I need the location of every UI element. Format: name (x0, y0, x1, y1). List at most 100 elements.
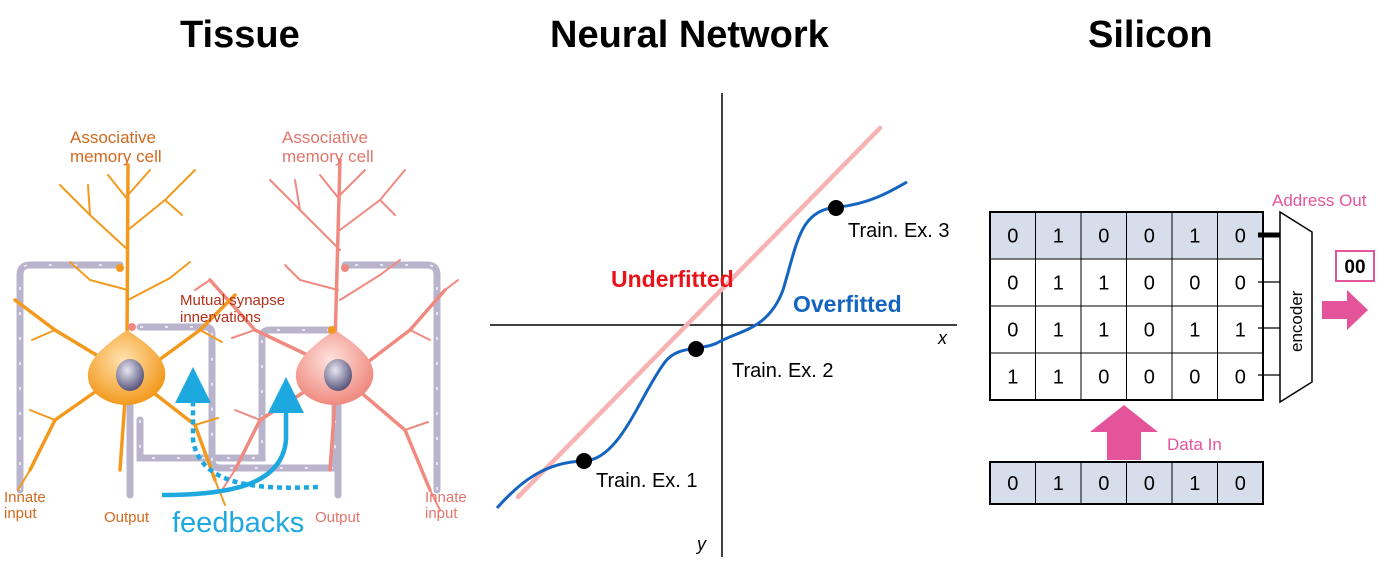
address-out-label: Address Out (1272, 191, 1367, 210)
synapse-label-1: Mutual synapse (180, 292, 285, 309)
address-out-box (1335, 250, 1375, 282)
axon-right-outer (341, 261, 441, 494)
memory-cell-value: 1 (1235, 320, 1246, 342)
underfitted-label: Underfitted (611, 266, 734, 292)
train-ex-2-point (688, 341, 704, 357)
memory-table: 0 1 0 0 1 0 0 1 1 0 0 0 0 1 1 0 1 1 1 1 0 0 0 0 (989, 211, 1264, 401)
left-cell-label-1: Associative (70, 128, 156, 147)
train-ex-1-point (576, 453, 592, 469)
memory-cell-value: 0 (1189, 367, 1200, 389)
address-out-value: 00 (1344, 257, 1365, 278)
memory-cell-value: 1 (1007, 367, 1018, 389)
input-cell-value: 0 (1144, 473, 1155, 495)
feedbacks-label: feedbacks (172, 507, 304, 539)
memory-cell (1171, 258, 1218, 307)
tissue-panel: Associative memory cell Associative memo… (4, 128, 467, 539)
data-in-label: Data In (1167, 435, 1222, 454)
memory-cell (1217, 258, 1264, 307)
synapse-label-2: innervations (180, 309, 261, 326)
feedback-arrow-solid (161, 377, 304, 498)
input-row-border (989, 461, 1264, 505)
input-cell-value: 0 (1007, 473, 1018, 495)
address-out-arrow (1322, 290, 1368, 330)
innate-left-label-1: Innate (4, 489, 46, 506)
memory-cell-value: 0 (1144, 320, 1155, 342)
memory-cell-value: 0 (1007, 226, 1018, 248)
memory-cell-value: 1 (1189, 226, 1200, 248)
left-cell-label-2: memory cell (70, 147, 162, 166)
memory-cell-value: 0 (1235, 226, 1246, 248)
y-axis-label: y (695, 534, 707, 554)
x-axis-label: x (937, 328, 948, 348)
memory-cell-value: 0 (1144, 226, 1155, 248)
input-cell-value: 0 (1235, 473, 1246, 495)
neural-network-panel: x y Train. Ex. 1 Train. Ex. 2 Train. Ex.… (490, 93, 957, 557)
encoder-block (1279, 210, 1313, 404)
memory-cell (1126, 258, 1173, 307)
memory-cell (1035, 352, 1082, 401)
input-cell (989, 461, 1036, 505)
data-in-arrow (1090, 405, 1158, 460)
right-cell-label-2: memory cell (282, 147, 374, 166)
memory-cell (989, 305, 1036, 354)
memory-cell-value: 1 (1189, 320, 1200, 342)
axon-left-cross (136, 323, 339, 472)
memory-cell (989, 352, 1036, 401)
memory-table-border (989, 211, 1264, 401)
input-row: 0 1 0 0 1 0 (989, 461, 1264, 505)
right-cell-label-1: Associative (282, 128, 368, 147)
encoder-label: encoder (1287, 290, 1306, 352)
memory-cell-value: 0 (1007, 320, 1018, 342)
left-neuron (13, 163, 237, 506)
memory-cell-value: 1 (1053, 367, 1064, 389)
memory-cell (1126, 211, 1173, 260)
memory-cell-value: 0 (1144, 367, 1155, 389)
feedback-arrow-dotted (175, 367, 319, 490)
overfitted-label: Overfitted (793, 291, 902, 317)
memory-cell-value: 1 (1053, 320, 1064, 342)
memory-cell (1126, 305, 1173, 354)
tissue-title: Tissue (180, 14, 300, 56)
axon-left-outer (16, 261, 124, 494)
input-cell (1035, 461, 1082, 505)
memory-cell-value: 1 (1098, 273, 1109, 295)
input-cell-value: 0 (1098, 473, 1109, 495)
memory-cell-value: 0 (1235, 367, 1246, 389)
memory-cell (1171, 211, 1218, 260)
train-ex-3-label: Train. Ex. 3 (848, 220, 950, 242)
memory-cell (1126, 352, 1173, 401)
memory-cell (1035, 305, 1082, 354)
memory-cell-value: 0 (1235, 273, 1246, 295)
memory-cell-value: 0 (1144, 273, 1155, 295)
train-ex-2-label: Train. Ex. 2 (732, 360, 834, 382)
output-right-label: Output (315, 509, 361, 526)
memory-cell-value: 0 (1007, 273, 1018, 295)
underfit-curve (515, 125, 883, 500)
innate-left-label-2: input (4, 505, 37, 522)
memory-cell-value: 1 (1053, 226, 1064, 248)
right-nucleus (324, 359, 352, 391)
input-cell-value: 1 (1189, 473, 1200, 495)
input-cell (1217, 461, 1264, 505)
innate-right-label-1: Innate (425, 489, 467, 506)
innate-right-label-2: input (425, 505, 458, 522)
output-left-label: Output (104, 509, 150, 526)
memory-cell-value: 1 (1053, 273, 1064, 295)
neural-network-title: Neural Network (550, 14, 829, 56)
synapse-right-terminal (328, 326, 336, 334)
silicon-title: Silicon (1088, 14, 1213, 56)
left-nucleus (116, 359, 144, 391)
memory-cell (1080, 211, 1127, 260)
train-ex-3-point (828, 200, 844, 216)
input-cell (1171, 461, 1218, 505)
memory-cell-value: 1 (1098, 320, 1109, 342)
memory-cell-value: 0 (1189, 273, 1200, 295)
memory-cell-value: 0 (1098, 367, 1109, 389)
train-ex-1-label: Train. Ex. 1 (596, 470, 698, 492)
synapse-left-terminal (128, 323, 136, 331)
memory-cell (1080, 258, 1127, 307)
memory-cell-value: 0 (1098, 226, 1109, 248)
input-cell-value: 1 (1053, 473, 1064, 495)
